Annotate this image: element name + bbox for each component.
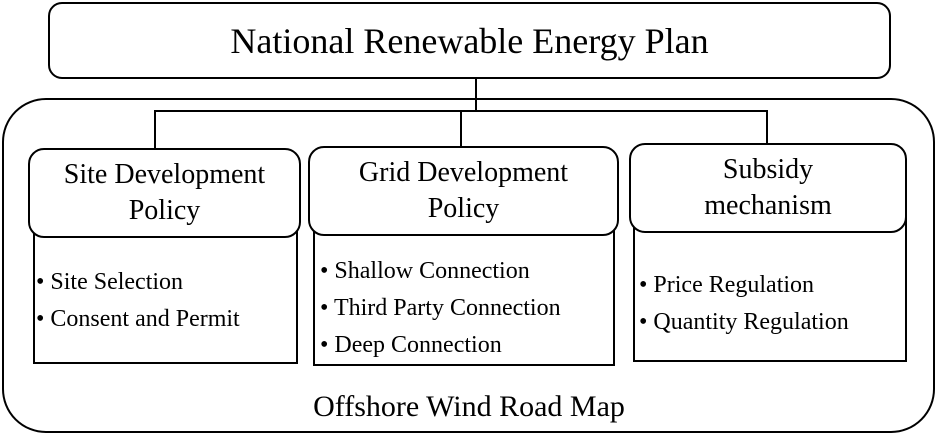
site-development-content — [33, 220, 298, 364]
list-item-third-party-connection: • Third Party Connection — [320, 295, 561, 321]
grid-development-items: • Shallow Connection • Third Party Conne… — [320, 253, 561, 364]
grid-development-header-line2: Policy — [427, 193, 500, 224]
subsidy-header-line1: Subsidy — [722, 154, 814, 185]
offshore-wind-road-map-label: Offshore Wind Road Map — [313, 390, 625, 423]
list-item-price-regulation: • Price Regulation — [639, 272, 815, 298]
site-development-header-line2: Policy — [128, 195, 201, 226]
national-plan-title: National Renewable Energy Plan — [230, 20, 709, 61]
site-development-items: • Site Selection • Consent and Permit — [36, 264, 240, 338]
grid-development-header-line1: Grid Development — [358, 157, 569, 188]
grid-development-content — [313, 218, 615, 366]
connector-left — [154, 110, 156, 150]
connector-middle — [460, 110, 462, 150]
subsidy-header: Subsidy mechanism — [629, 143, 907, 233]
national-plan-box: National Renewable Energy Plan — [48, 2, 891, 79]
list-item-shallow-connection: • Shallow Connection — [320, 258, 530, 284]
connector-trunk — [475, 79, 477, 111]
list-item-site-selection: • Site Selection — [36, 269, 184, 295]
site-development-header: Site Development Policy — [28, 148, 301, 238]
list-item-deep-connection: • Deep Connection — [320, 332, 502, 358]
list-item-consent-permit: • Consent and Permit — [36, 306, 240, 332]
subsidy-header-line2: mechanism — [704, 190, 832, 221]
site-development-header-line1: Site Development — [63, 159, 266, 190]
subsidy-items: • Price Regulation • Quantity Regulation — [639, 267, 849, 341]
list-item-quantity-regulation: • Quantity Regulation — [639, 309, 849, 335]
grid-development-header: Grid Development Policy — [308, 146, 619, 236]
connector-right — [766, 110, 768, 146]
